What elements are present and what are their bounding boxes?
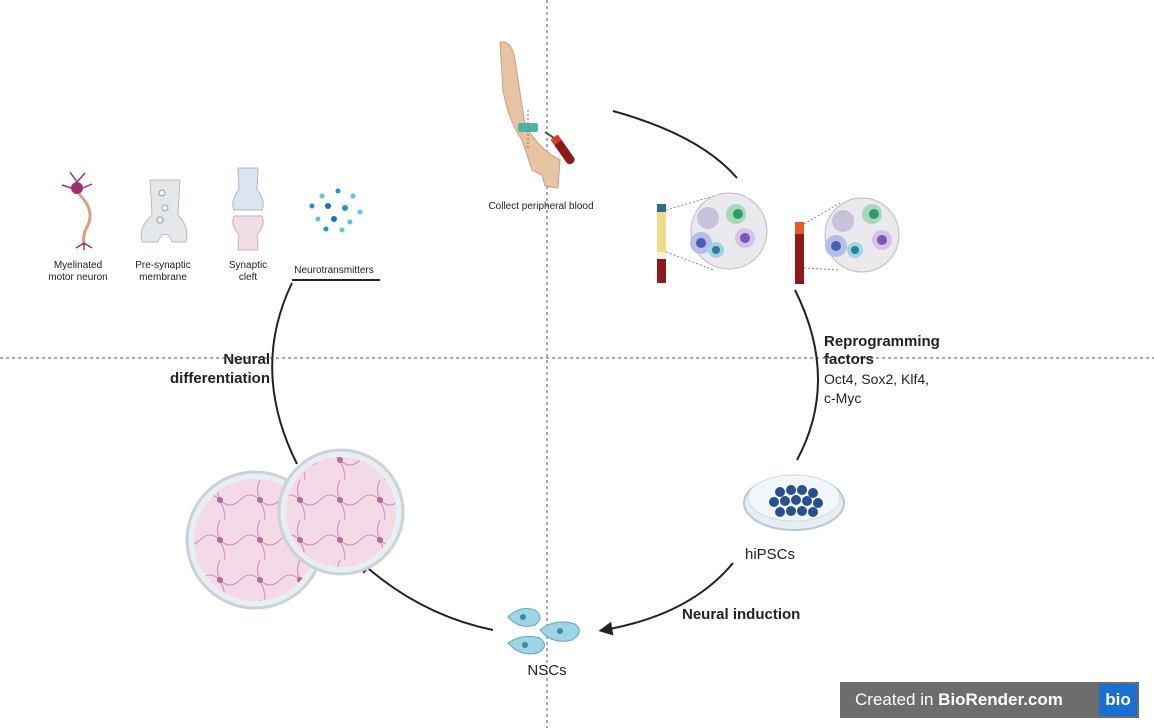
- presynaptic-label-1: Pre-synaptic: [135, 260, 191, 271]
- presynaptic-label-2: membrane: [139, 272, 187, 283]
- arc-bottom-left: [357, 559, 494, 631]
- motor-neuron-label-1: Myelinated: [54, 260, 102, 271]
- biorender-badge[interactable]: Created in BioRender.com bio: [840, 682, 1139, 718]
- collect-label: Collect peripheral blood: [488, 201, 593, 212]
- biorender-logo-icon: bio: [1099, 684, 1137, 716]
- blood-tube-icon: [544, 131, 575, 165]
- neural-diff-label-2: differentiation: [170, 370, 270, 387]
- arc-top-right: [612, 110, 738, 179]
- factors-line-2: c-Myc: [824, 390, 861, 406]
- badge-text: Created in BioRender.com: [840, 690, 1099, 710]
- nscs-label: NSCs: [527, 662, 566, 679]
- neural-diff-label-1: Neural: [223, 351, 270, 368]
- hipsc-dish-icon: [743, 474, 845, 531]
- synaptic-cleft-label-2: cleft: [239, 272, 258, 283]
- motor-neuron-icon: [61, 171, 93, 250]
- nsc-cells-icon: [507, 608, 580, 655]
- arc-left: [271, 282, 298, 465]
- badge-prefix: Created in: [855, 690, 939, 709]
- motor-neuron-label-2: motor neuron: [48, 272, 107, 283]
- arc-bottom-right: [598, 562, 734, 636]
- factors-line-1: Oct4, Sox2, Klf4,: [824, 371, 929, 387]
- synaptic-cleft-label-1: Synaptic: [229, 260, 267, 271]
- hipscs-label: hiPSCs: [745, 546, 795, 563]
- presynaptic-membrane-icon: [140, 179, 188, 243]
- reprogramming-label-2: factors: [824, 351, 874, 368]
- synaptic-cleft-icon: [232, 167, 264, 251]
- badge-brand: BioRender.com: [938, 690, 1063, 709]
- blood-tube-2-icon: [795, 202, 841, 284]
- separated-tube-icon: [657, 195, 715, 283]
- pbmc-zoom-circle-2: [824, 197, 900, 273]
- arm-icon: [499, 41, 561, 189]
- arc-right: [794, 289, 819, 461]
- neurotransmitters-icon: [309, 188, 363, 233]
- reprogramming-label-1: Reprogramming: [824, 333, 940, 350]
- pbmc-zoom-circle-1: [690, 192, 768, 270]
- neurotransmitters-label: Neurotransmitters: [294, 265, 373, 276]
- neuron-dish-2-icon: [277, 448, 405, 576]
- neural-induction-label: Neural induction: [682, 606, 800, 623]
